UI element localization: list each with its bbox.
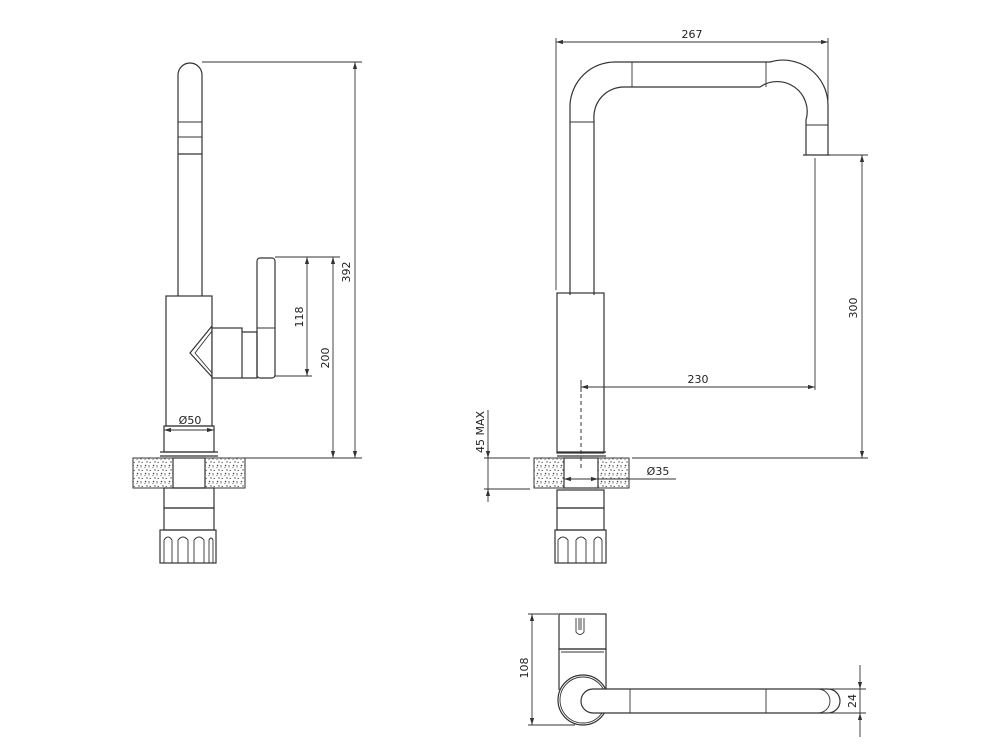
handle xyxy=(256,257,276,379)
tap-body xyxy=(165,295,213,427)
spout-outer xyxy=(569,59,829,295)
dim-total-height: 392 xyxy=(340,262,353,283)
dim-body-height: 200 xyxy=(319,348,332,369)
spout-tube xyxy=(177,62,203,296)
dim-spout-height: 300 xyxy=(847,298,860,319)
top-view: 108 24 xyxy=(518,613,866,737)
dim-worktop-thickness: 45 MAX xyxy=(474,411,487,454)
dim-spout-width: 24 xyxy=(846,694,859,708)
dim-handle-height: 118 xyxy=(293,307,306,328)
dim-spout-reach: 230 xyxy=(688,373,709,386)
front-view: 267 300 230 45 MAX Ø35 xyxy=(474,28,868,564)
dim-body-diameter: Ø50 xyxy=(179,414,202,427)
dim-total-width: 267 xyxy=(682,28,703,41)
dim-hole-diameter: Ø35 xyxy=(647,465,670,478)
spout-top xyxy=(580,688,841,714)
handle-top xyxy=(558,613,607,650)
dim-depth: 108 xyxy=(518,658,531,679)
side-view: 392 200 118 Ø50 xyxy=(132,61,362,564)
